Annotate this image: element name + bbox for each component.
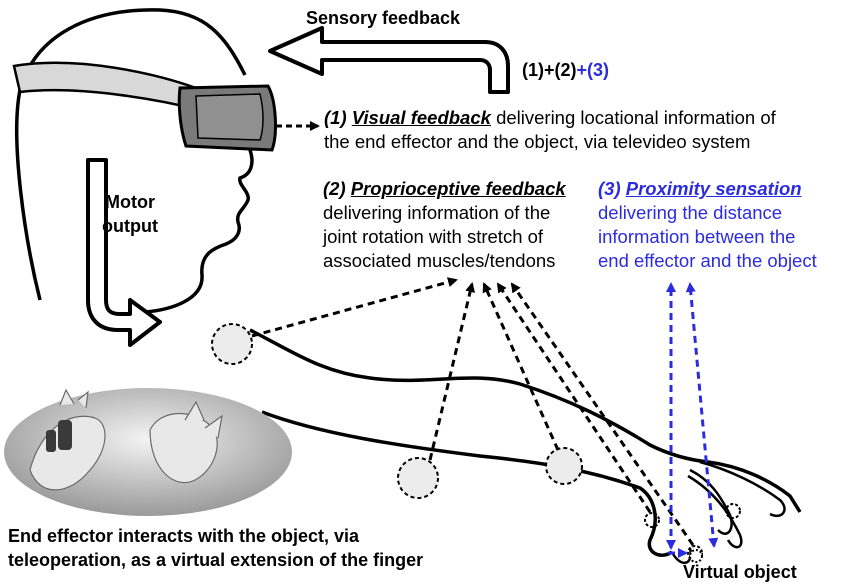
prox-line-2: information between the (598, 226, 796, 247)
proprio-heading: Proprioceptive feedback (350, 178, 566, 199)
proprio-line-2: joint rotation with stretch of (323, 226, 544, 247)
visual-feedback-number: (1) (324, 107, 347, 128)
proximity-sensation-text: (3) Proximity sensation delivering the d… (598, 177, 817, 273)
proprio-number: (2) (323, 178, 346, 199)
end-effector-line-1: End effector interacts with the object, … (8, 526, 360, 546)
sensory-feedback-arrow (268, 26, 510, 94)
visual-feedback-text: (1) Visual feedback delivering locationa… (324, 106, 776, 154)
end-effector-line-2: teleoperation, as a virtual extension of… (8, 550, 424, 570)
prox-line-1: delivering the distance (598, 202, 783, 223)
visual-feedback-line-1: (1) Visual feedback delivering locationa… (324, 106, 776, 130)
teleoperation-photo (4, 388, 292, 516)
prox-line-0: (3) Proximity sensation (598, 177, 817, 201)
proprio-line-3: associated muscles/tendons (323, 250, 556, 271)
feedback-combination-label: (1)+(2)+(3) (522, 60, 609, 81)
proprio-line-1: delivering information of the (323, 202, 551, 223)
combo-part-b: +(3) (576, 60, 610, 80)
hand (670, 460, 786, 564)
virtual-object-marker (689, 549, 703, 563)
proximity-arrows (666, 282, 719, 558)
receptor-forearm (545, 447, 583, 485)
motor-output-label: Motor output (102, 190, 158, 238)
receptor-upperarm (397, 457, 439, 499)
motor-line-2: output (102, 216, 158, 236)
head-outline (15, 8, 254, 331)
end-effector-caption: End effector interacts with the object, … (8, 524, 423, 572)
prox-line-3: end effector and the object (598, 250, 817, 271)
prox-heading: Proximity sensation (625, 178, 802, 199)
visual-feedback-desc-1: delivering locational information of (490, 107, 776, 128)
virtual-object-label: Virtual object (683, 562, 797, 582)
forearm-lower-outline (261, 410, 673, 557)
combo-part-a: (1)+(2) (522, 60, 577, 80)
vr-headset (177, 84, 277, 152)
receptor-shoulder (211, 323, 253, 365)
proprioceptive-feedback-text: (2) Proprioceptive feedback delivering i… (323, 177, 566, 273)
receptors (211, 323, 583, 499)
arm-outline (249, 328, 802, 513)
prox-number: (3) (598, 178, 621, 199)
visual-feedback-line-2: the end effector and the object, via tel… (324, 131, 751, 152)
vr-headband (12, 61, 202, 112)
proprio-line-0: (2) Proprioceptive feedback (323, 177, 566, 201)
motor-line-1: Motor (104, 192, 155, 212)
visual-feedback-heading: Visual feedback (351, 107, 491, 128)
proprioceptive-arrows (251, 277, 695, 546)
motor-output-arrow (86, 158, 162, 347)
sensory-feedback-label: Sensory feedback (306, 8, 461, 28)
